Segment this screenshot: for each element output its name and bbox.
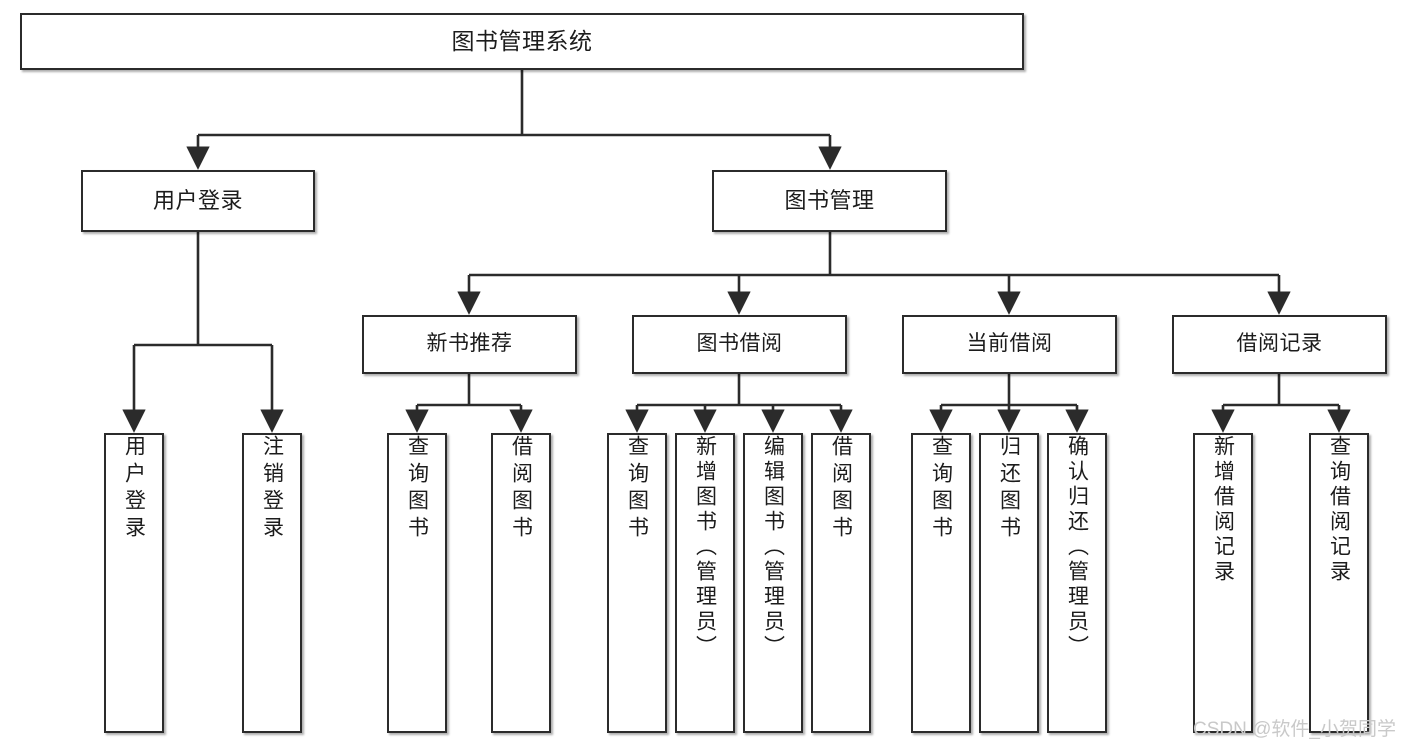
node-label: 新增借阅记录 (1211, 435, 1235, 585)
node-label: 图书管理 (784, 188, 875, 214)
node-label: 用户登录 (152, 188, 243, 214)
node-label: 注销登录 (260, 435, 284, 543)
node-label: 图书管理系统 (451, 28, 593, 55)
node-label: 借阅记录 (1236, 332, 1323, 356)
node-book-management[interactable]: 图书管理 (712, 170, 947, 232)
node-label: 图书借阅 (696, 332, 783, 356)
node-label: 当前借阅 (966, 332, 1053, 356)
node-label: 新增图书（管理员） (693, 435, 717, 660)
leaf-borrow-record-query-record[interactable]: 查询借阅记录 (1309, 433, 1369, 733)
node-label: 借阅图书 (829, 435, 853, 543)
node-label: 归还图书 (997, 435, 1021, 543)
leaf-new-book-query-books[interactable]: 查询图书 (387, 433, 447, 733)
node-current-borrow[interactable]: 当前借阅 (902, 315, 1117, 374)
leaf-borrow-record-add-record[interactable]: 新增借阅记录 (1193, 433, 1253, 733)
leaf-new-book-borrow-books[interactable]: 借阅图书 (491, 433, 551, 733)
node-label: 借阅图书 (509, 435, 533, 543)
leaf-book-borrow-borrow-books[interactable]: 借阅图书 (811, 433, 871, 733)
node-label: 查询图书 (405, 435, 429, 543)
leaf-user-login-login[interactable]: 用户登录 (104, 433, 164, 733)
leaf-current-borrow-return-books[interactable]: 归还图书 (979, 433, 1039, 733)
node-book-borrow[interactable]: 图书借阅 (632, 315, 847, 374)
leaf-book-borrow-add-book-admin[interactable]: 新增图书（管理员） (675, 433, 735, 733)
node-label: 查询借阅记录 (1327, 435, 1351, 585)
node-borrow-records[interactable]: 借阅记录 (1172, 315, 1387, 374)
node-label: 用户登录 (122, 435, 146, 543)
node-label: 查询图书 (929, 435, 953, 543)
node-label: 编辑图书（管理员） (761, 435, 785, 660)
node-label: 查询图书 (625, 435, 649, 543)
leaf-book-borrow-query-books[interactable]: 查询图书 (607, 433, 667, 733)
leaf-user-login-logout[interactable]: 注销登录 (242, 433, 302, 733)
node-root-system[interactable]: 图书管理系统 (20, 13, 1024, 70)
node-label: 新书推荐 (426, 332, 513, 356)
leaf-book-borrow-edit-book-admin[interactable]: 编辑图书（管理员） (743, 433, 803, 733)
node-label: 确认归还（管理员） (1065, 435, 1089, 660)
leaf-current-borrow-confirm-return-admin[interactable]: 确认归还（管理员） (1047, 433, 1107, 733)
node-user-login[interactable]: 用户登录 (81, 170, 315, 232)
csdn-watermark: CSDN @软件_小贺同学 (1193, 719, 1396, 740)
leaf-current-borrow-query-books[interactable]: 查询图书 (911, 433, 971, 733)
node-new-book-recommend[interactable]: 新书推荐 (362, 315, 577, 374)
